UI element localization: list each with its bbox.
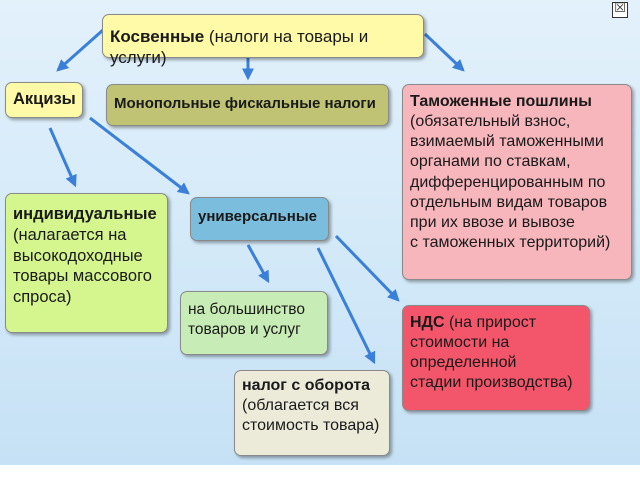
- customs-line-6: при их ввозе и вывозе: [410, 213, 575, 231]
- close-icon[interactable]: ☒: [612, 2, 628, 18]
- individual-line-2: высокодоходные: [13, 246, 143, 265]
- diagram-canvas: Косвенные (налоги на товары и услуги) Ак…: [0, 0, 640, 465]
- vat-desc: (на прирост: [448, 314, 537, 331]
- customs-title: Таможенные пошлины: [410, 93, 592, 110]
- individual-box: индивидуальные (налагается на высокодохо…: [5, 193, 168, 333]
- vat-line-2: определенной: [410, 354, 517, 372]
- arrow-layer: [48, 28, 465, 365]
- arrow-universal-to-turnover: [316, 247, 376, 365]
- customs-line-1: (обязательный взнос,: [410, 113, 571, 131]
- vat-box: НДС (на прирост стоимости на определенно…: [402, 305, 590, 411]
- arrow-excises-to-individual: [48, 127, 77, 188]
- indirect-title: Косвенные: [110, 27, 205, 46]
- arrow-indirect-to-customs: [423, 32, 465, 72]
- excises-box: Акцизы: [5, 82, 83, 118]
- customs-line-3: органами по ставкам,: [410, 153, 571, 171]
- vat-title: НДС: [410, 314, 445, 331]
- arrow-universal-to-vat: [334, 234, 400, 302]
- indirect-desc: (налоги на товары и услуги): [110, 27, 369, 68]
- vat-line-3: стадии производства): [410, 374, 573, 392]
- individual-line-4: спроса): [13, 288, 72, 307]
- customs-duties-box: Таможенные пошлины (обязательный взнос, …: [402, 84, 632, 280]
- universal-title: универсальные: [198, 208, 317, 225]
- individual-line-1: (налагается на: [13, 225, 127, 244]
- monopoly-title: Монопольные фискальные налоги: [114, 95, 376, 112]
- customs-line-4: дифференцированным по: [410, 173, 606, 191]
- vat-line-1: стоимости на: [410, 334, 510, 352]
- majority-line-2: товаров и услуг: [188, 320, 301, 338]
- customs-line-5: отдельным видам товаров: [410, 193, 608, 211]
- customs-line-7: с таможенных территорий): [410, 234, 611, 252]
- monopoly-taxes-box: Монопольные фискальные налоги: [106, 84, 389, 126]
- majority-line-1: на большинство: [188, 301, 305, 318]
- arrow-excises-to-universal: [89, 116, 190, 195]
- universal-box: универсальные: [190, 197, 329, 241]
- excises-title: Акцизы: [13, 90, 76, 108]
- arrow-indirect-to-excises: [56, 28, 104, 72]
- indirect-taxes-box: Косвенные (налоги на товары и услуги): [102, 14, 424, 67]
- turnover-line-1: (облагается вся: [242, 397, 359, 415]
- arrow-universal-to-majority: [246, 244, 270, 284]
- turnover-title: налог с оборота: [242, 377, 371, 394]
- individual-title: индивидуальные: [13, 205, 157, 223]
- customs-line-2: взимаемый таможенными: [410, 133, 604, 151]
- turnover-line-2: стоимость товара): [242, 417, 380, 435]
- individual-line-3: товары массового: [13, 267, 152, 286]
- turnover-tax-box: налог с оборота (облагается вся стоимост…: [234, 370, 390, 456]
- majority-box: на большинство товаров и услуг: [180, 291, 328, 355]
